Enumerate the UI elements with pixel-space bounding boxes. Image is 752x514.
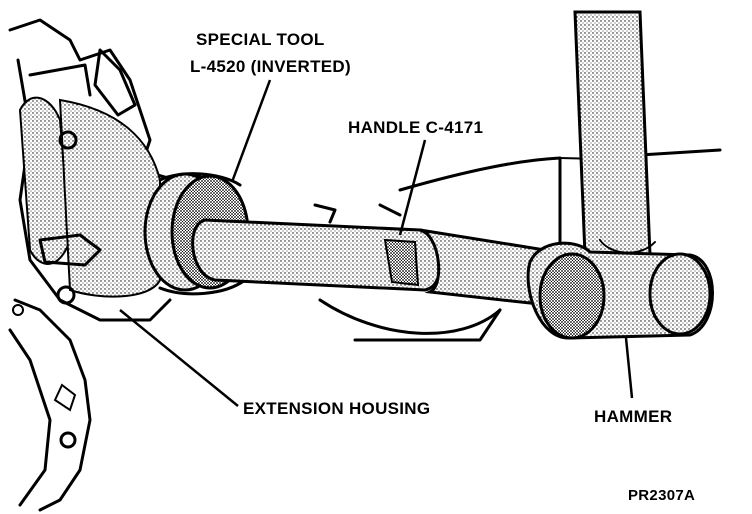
special-tool-label: SPECIAL TOOL — [196, 30, 325, 49]
special-tool-part-number: L-4520 (INVERTED) — [190, 57, 351, 76]
hammer-drawing — [526, 10, 714, 340]
handle-leader — [398, 139, 427, 236]
figure-code: PR2307A — [628, 487, 695, 504]
extension-housing-leader — [119, 309, 239, 407]
handle-label: HANDLE C-4171 — [348, 118, 483, 137]
hammer-leader — [624, 337, 634, 399]
extension-housing-label: EXTENSION HOUSING — [243, 399, 430, 418]
support-surface-drawing — [398, 148, 722, 247]
handle-drawing — [191, 203, 550, 342]
hammer-label: HAMMER — [594, 407, 672, 426]
extension-housing-drawing — [8, 18, 202, 512]
special-tool-leader — [230, 79, 272, 183]
